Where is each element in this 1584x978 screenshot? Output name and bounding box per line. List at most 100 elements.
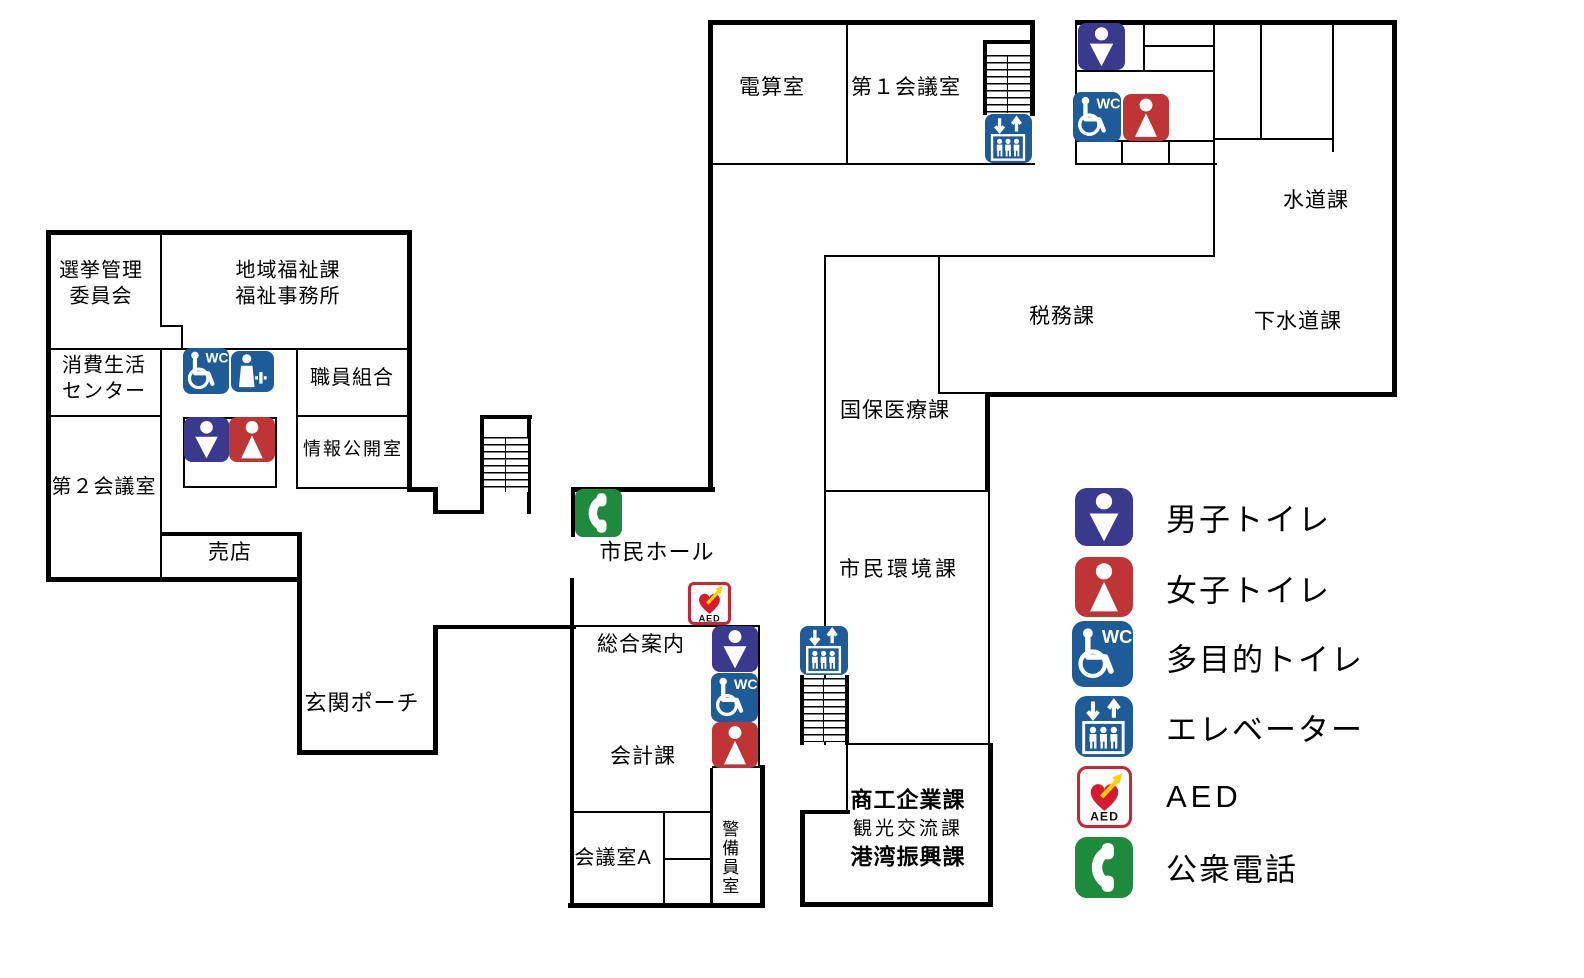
room-label-kankyo: 市民環境課 [839,558,959,582]
room-label-senkyo: 選挙管理 委員会 [59,259,143,308]
wall-segment [48,348,408,350]
wall-segment [1075,163,1217,165]
wall-segment [663,811,665,904]
wall-segment [296,415,409,417]
wall-segment [571,487,715,492]
room-label-shokuin: 職員組合 [310,366,394,389]
wall-segment [160,532,300,536]
wall-segment [708,20,1035,25]
wall-segment [46,230,51,582]
wall-segment [1030,20,1035,116]
stairs [987,55,1030,113]
room-label-chiiki: 地域福祉課 福祉事務所 [235,259,341,308]
wall-segment [568,903,765,908]
room-label-baiten: 売店 [208,541,252,565]
wall-segment [708,20,713,490]
wall-segment [407,487,438,492]
legend-accessible-toilet-label: 多目的トイレ [1166,642,1364,678]
wall-segment [988,490,990,745]
elevator-icon [800,626,848,675]
room-label-suido: 水道課 [1283,189,1349,213]
stairs [804,678,845,742]
wall-segment [1260,25,1262,140]
wall-segment [663,858,712,860]
wall-segment [46,577,302,582]
wall-segment [570,578,574,908]
stairs-centerline [505,437,506,492]
legend-elevator-icon [1075,696,1133,757]
nursing-room-icon [231,351,274,392]
wall-segment [297,532,302,754]
legend-female-toilet-label: 女子トイレ [1166,573,1331,609]
wall-segment [800,810,805,907]
legend-public-phone-icon [1075,837,1133,898]
wall-segment [824,255,1215,257]
room-label-densan: 電算室 [739,76,805,100]
wall-segment [480,415,532,419]
wall-segment [988,743,993,907]
wall-segment [985,392,990,492]
wall-segment [938,255,940,394]
wall-segment [527,415,531,514]
wall-segment [1075,70,1215,72]
wall-segment [46,230,412,235]
wall-segment [576,625,760,627]
wall-segment [1121,140,1123,165]
room-label-gesuido: 下水道課 [1254,310,1342,334]
wall-segment [1392,20,1397,397]
legend-aed-icon [1077,766,1132,828]
room-label-genkan: 玄関ポーチ [304,690,420,716]
wall-segment [1075,20,1397,25]
room-label-zeimu: 税務課 [1029,305,1095,329]
wall-segment [407,230,412,491]
room-label-kaigiA: 会議室A [574,846,652,869]
wall-segment [985,392,1397,397]
wall-segment [846,743,848,813]
accessible-toilet-icon [711,673,758,722]
female-toilet-icon [1123,94,1169,141]
legend-male-toilet-label: 男子トイレ [1166,502,1331,538]
legend-aed-label: AED [1166,779,1242,814]
wall-segment [938,392,987,394]
wall-segment [1332,25,1334,152]
room-label-sogo: 総合案内 [597,633,685,657]
room-label-kowan: 港湾振興課 [850,844,966,870]
wall-segment [846,25,848,163]
wall-segment [758,627,760,767]
wall-segment [800,810,850,814]
male-toilet-icon [184,417,229,462]
wall-segment [710,768,713,904]
wall-segment [760,765,765,908]
elevator-icon [985,114,1032,163]
wall-segment [572,811,712,813]
stairs-centerline [1007,55,1008,113]
wall-segment [160,350,162,578]
wall-segment [433,625,576,629]
wall-segment [824,490,990,492]
wall-segment [48,415,162,417]
male-toilet-icon [1078,23,1125,70]
wall-segment [160,232,162,327]
wall-segment [296,487,409,489]
room-label-shohi: 消費生活 センター [62,354,146,403]
wall-segment [1213,138,1334,140]
aed-icon [688,582,731,625]
wall-segment [181,325,183,350]
wall-segment [1168,140,1170,165]
wall-segment [824,255,826,745]
wall-segment [433,487,438,514]
wall-segment [983,40,1034,44]
accessible-toilet-icon [1073,92,1121,142]
wall-segment [296,350,298,489]
wall-segment [571,487,575,537]
wall-segment [1075,140,1215,142]
public-phone-icon [575,489,622,537]
wall-segment [710,163,1035,165]
wall-segment [800,675,804,745]
stairs-centerline [823,678,824,742]
stairs [484,437,528,492]
room-label-kaigi1: 第１会議室 [851,76,961,100]
wall-segment [480,415,484,514]
legend-accessible-toilet-icon [1072,621,1133,687]
